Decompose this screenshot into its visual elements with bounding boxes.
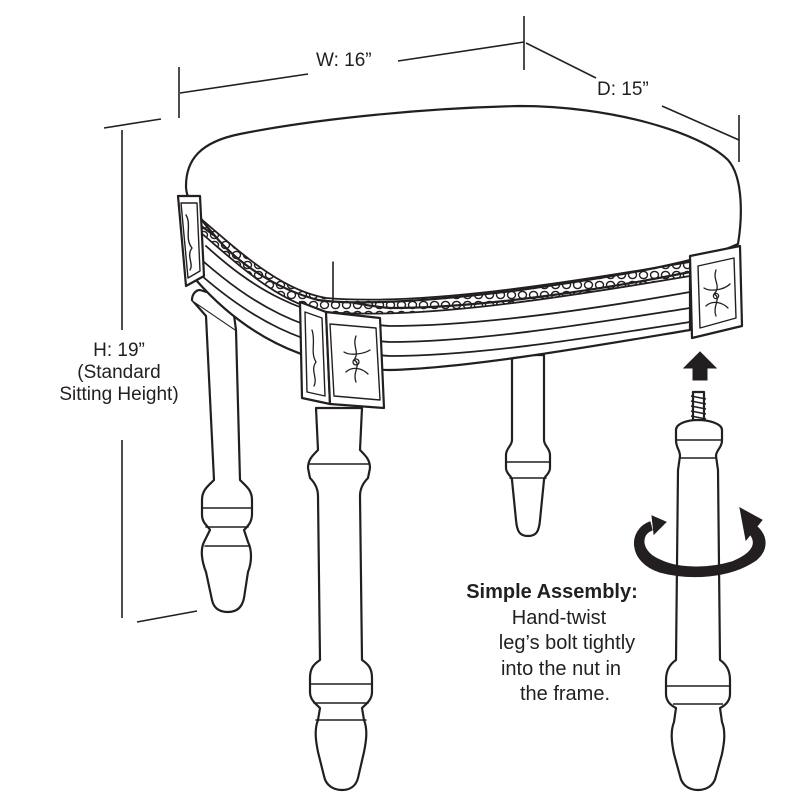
up-arrow-icon — [682, 351, 718, 381]
height-label-line-2: (Standard — [77, 362, 161, 383]
assembly-line-4: the frame. — [519, 683, 611, 705]
height-label-line-1: H: 19” — [93, 340, 145, 361]
back-leg — [504, 353, 552, 538]
assembly-title: Simple Assembly: — [466, 581, 638, 603]
width-dimension-line — [178, 16, 525, 118]
depth-label: D: 15” — [597, 79, 649, 100]
corner-block-left-back — [176, 194, 206, 288]
height-dimension-line — [103, 118, 198, 623]
assembly-line-2: leg’s bolt tightly — [498, 632, 636, 654]
assembly-line-1: Hand-twist — [511, 606, 607, 629]
corner-block-right — [688, 244, 744, 340]
stool-illustration — [176, 104, 744, 792]
left-leg — [190, 288, 254, 614]
assembly-instructions: Simple Assembly: Hand-twist leg’s bolt t… — [432, 580, 672, 708]
assembly-line-3: into the nut in — [500, 657, 622, 680]
corner-block-front — [298, 300, 386, 410]
carved-panel-ornament-icon — [703, 269, 731, 317]
width-label: W: 16” — [316, 50, 372, 71]
detached-leg — [664, 390, 732, 792]
front-leg — [306, 406, 374, 792]
depth-dimension-line — [525, 42, 740, 162]
height-label: H: 19” (Standard Sitting Height) — [44, 340, 194, 406]
rotation-arrow-icon — [634, 507, 766, 578]
height-label-line-3: Sitting Height) — [59, 384, 179, 405]
carved-panel-ornament-icon — [343, 335, 371, 383]
